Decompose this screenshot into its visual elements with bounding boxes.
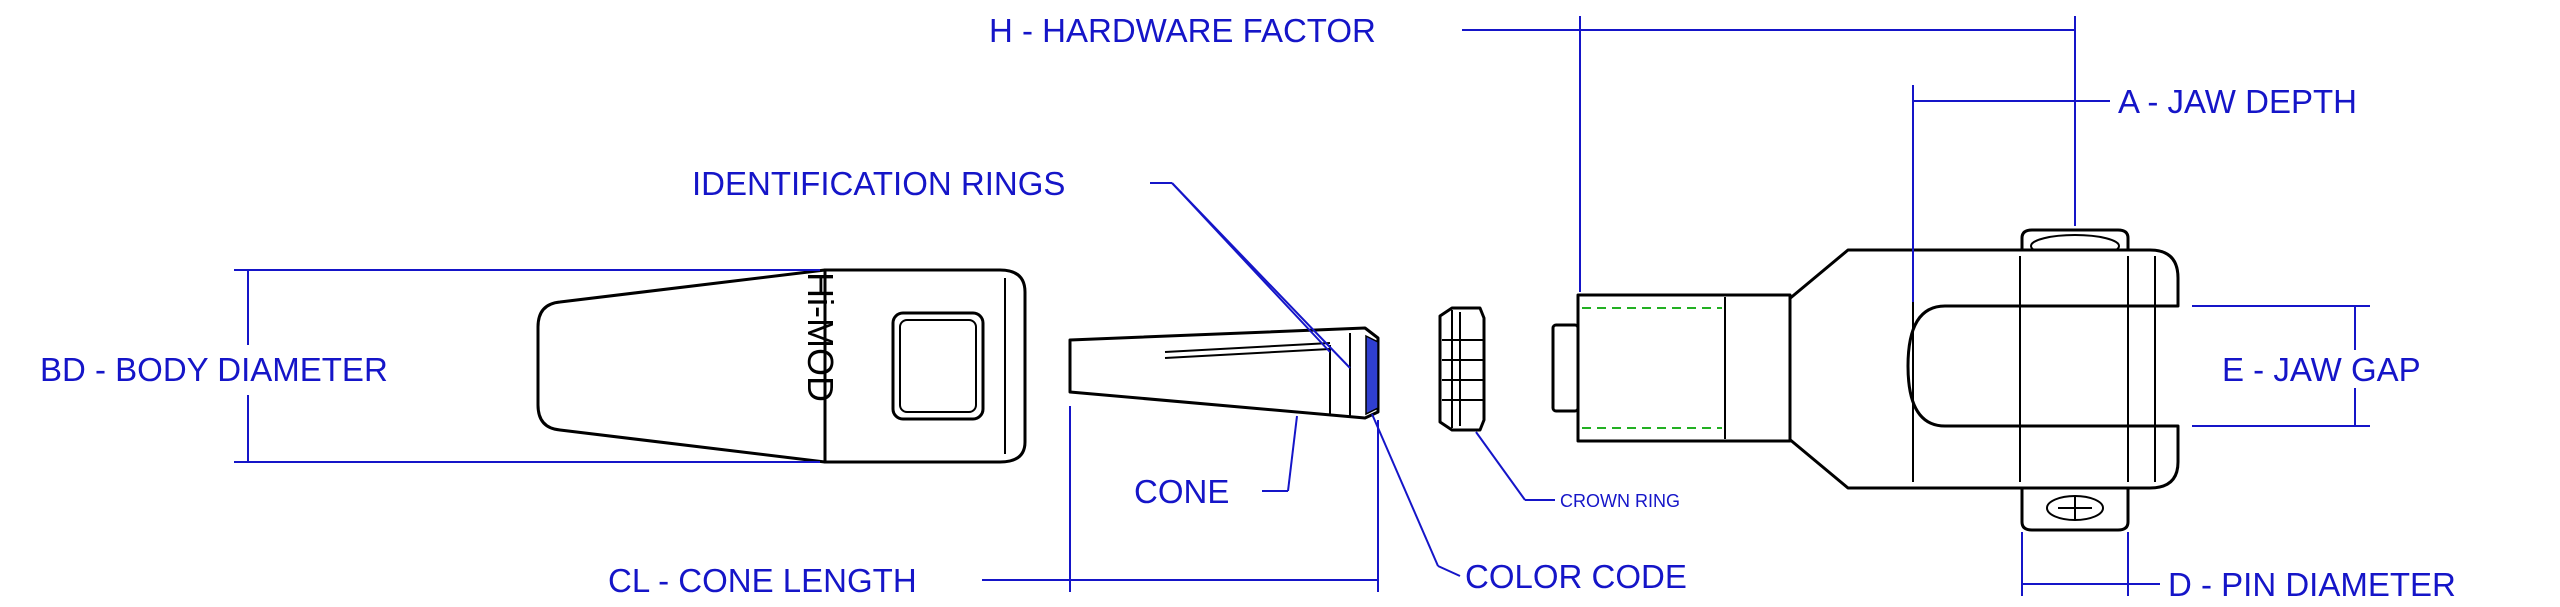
hardware-factor-label: H - HARDWARE FACTOR [989, 12, 1376, 49]
dimension-lines [234, 16, 2370, 596]
body-part: Hi-MOD [536, 268, 1027, 464]
color-code-band [1365, 334, 1379, 416]
crown-ring-label: CROWN RING [1560, 491, 1680, 511]
identification-rings-label: IDENTIFICATION RINGS [692, 165, 1065, 202]
pin-diameter-label: D - PIN DIAMETER [2168, 566, 2456, 603]
cone-length-label: CL - CONE LENGTH [608, 562, 917, 599]
cone-label: CONE [1134, 473, 1229, 510]
brand-label: Hi-MOD [800, 272, 841, 402]
jaw-part [1551, 228, 2180, 532]
jaw-gap-label: E - JAW GAP [2222, 351, 2421, 388]
cone-part [1068, 326, 1380, 420]
jaw-depth-label: A - JAW DEPTH [2118, 83, 2357, 120]
body-diameter-label: BD - BODY DIAMETER [40, 351, 388, 388]
crown-ring-part [1438, 306, 1486, 432]
color-code-label: COLOR CODE [1465, 558, 1687, 595]
